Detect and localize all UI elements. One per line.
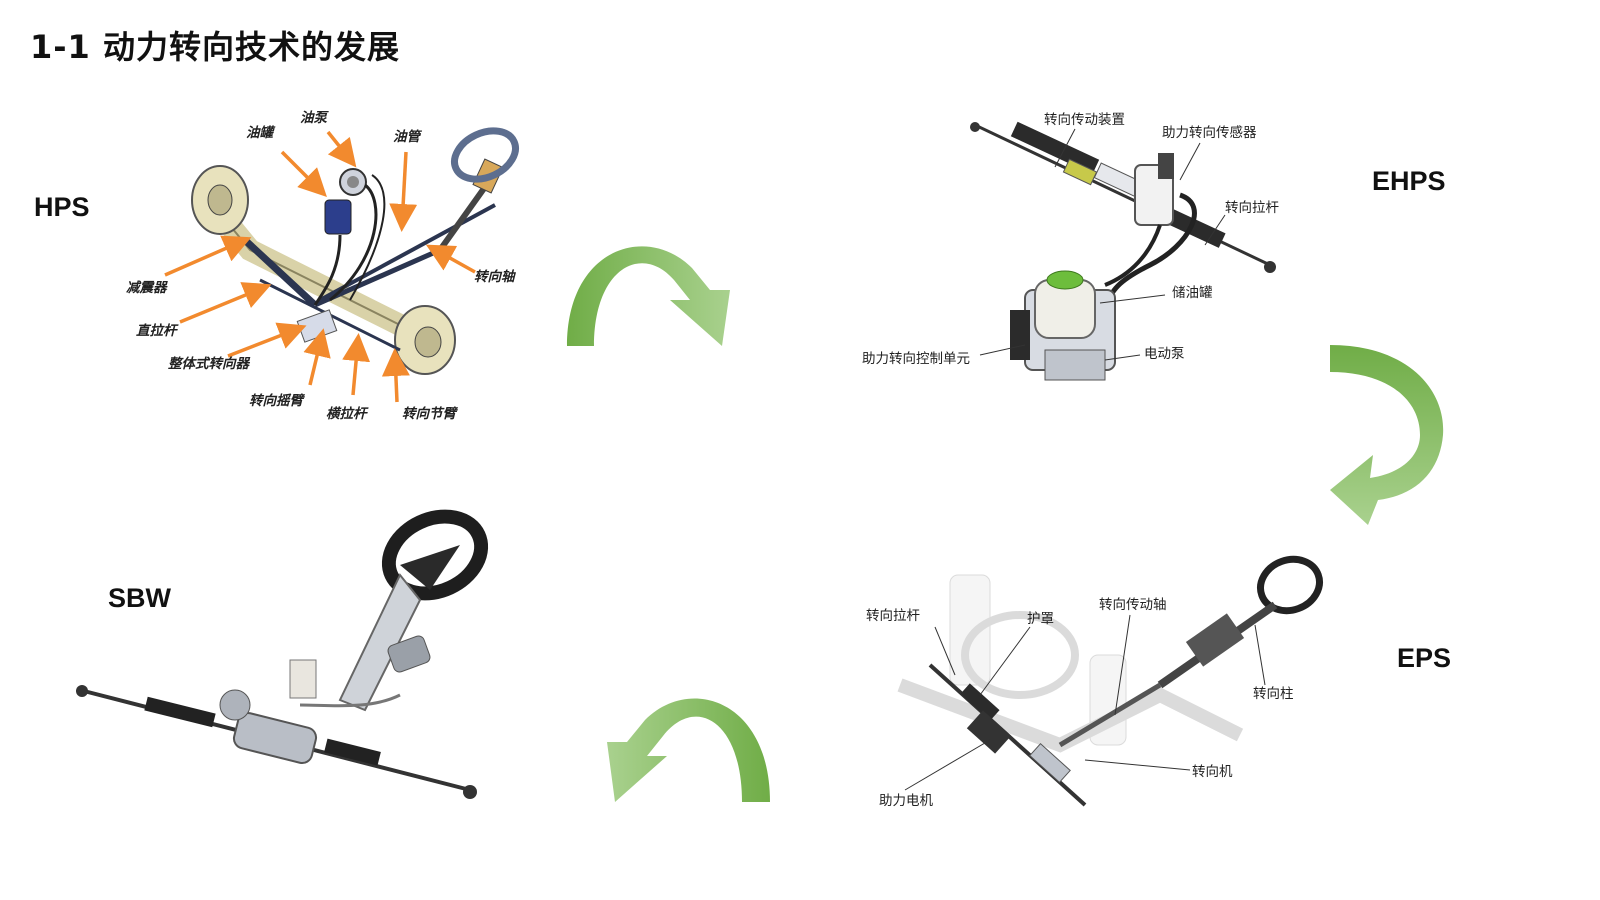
ehps-callout-reservoir: 储油罐 xyxy=(1172,285,1213,301)
hps-illustration xyxy=(164,127,519,403)
ehps-illustration xyxy=(970,121,1276,381)
ehps-callout-control-unit: 助力转向控制单元 xyxy=(862,351,970,367)
hps-callout-oil-pump: 油泵 xyxy=(300,110,327,126)
eps-callout-drive-shaft: 转向传动轴 xyxy=(1099,597,1167,613)
eps-callout-column: 转向柱 xyxy=(1253,686,1294,702)
ehps-callout-electric-pump: 电动泵 xyxy=(1144,346,1185,362)
arrow-hps-to-ehps xyxy=(567,246,730,346)
hps-callout-oil-pipe: 油管 xyxy=(393,129,420,145)
ehps-callout-tie-rod: 转向拉杆 xyxy=(1225,200,1279,216)
label-ehps: EHPS xyxy=(1372,166,1446,196)
slide-title: 1-1 动力转向技术的发展 xyxy=(30,28,400,66)
label-eps: EPS xyxy=(1397,643,1452,673)
label-hps: HPS xyxy=(34,192,90,222)
arrow-eps-to-sbw xyxy=(607,698,770,802)
hps-callout-oil-tank: 油罐 xyxy=(246,125,273,141)
eps-callout-tie-rod: 转向拉杆 xyxy=(866,608,920,624)
ehps-callout-transmission: 转向传动装置 xyxy=(1044,112,1125,128)
arrow-ehps-to-eps xyxy=(1330,345,1444,525)
label-sbw: SBW xyxy=(108,583,171,613)
hps-callout-drag-link: 直拉杆 xyxy=(136,323,177,339)
eps-diagram: 转向拉杆 护罩 转向传动轴 转向柱 转向机 助力电机 xyxy=(860,545,1330,820)
hps-callout-steering-shaft: 转向轴 xyxy=(474,269,515,285)
hps-callout-integral-gear: 整体式转向器 xyxy=(168,356,249,372)
eps-callout-boot: 护罩 xyxy=(1027,611,1054,627)
ehps-diagram: 转向传动装置 助力转向传感器 转向拉杆 储油罐 助力转向控制单元 电动泵 xyxy=(860,105,1300,395)
hps-callout-knuckle-arm: 转向节臂 xyxy=(402,406,456,422)
ehps-callout-sensor: 助力转向传感器 xyxy=(1162,125,1257,141)
sbw-illustration xyxy=(76,509,489,799)
hps-callout-tie-rod: 横拉杆 xyxy=(326,406,367,422)
sbw-diagram xyxy=(70,505,500,815)
eps-callout-motor: 助力电机 xyxy=(879,793,933,809)
eps-callout-gear: 转向机 xyxy=(1192,764,1233,780)
hps-diagram: 油罐 油泵 油管 减震器 直拉杆 整体式转向器 转向轴 转向摇臂 横拉杆 转向节… xyxy=(110,100,540,430)
hps-callout-shock-absorber: 减震器 xyxy=(126,280,167,296)
hps-callout-pitman-arm: 转向摇臂 xyxy=(249,393,303,409)
eps-illustration xyxy=(897,555,1323,807)
